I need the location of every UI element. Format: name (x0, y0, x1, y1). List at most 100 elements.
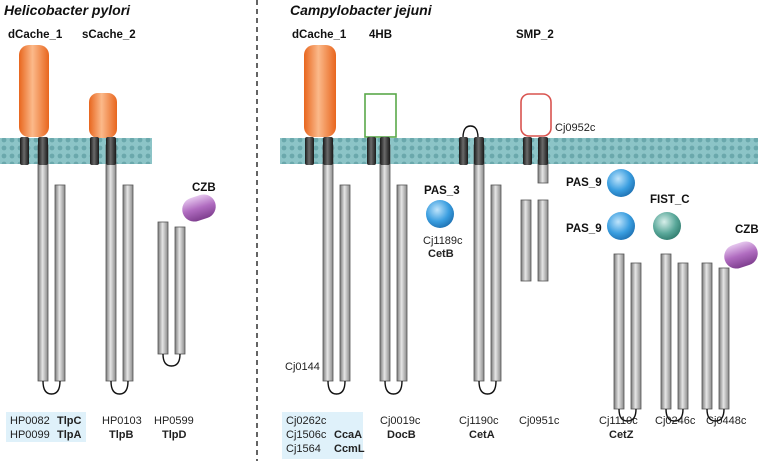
left-panel-title: Helicobacter pylori (4, 2, 131, 18)
stalk (105, 144, 117, 382)
label-cj1189c: Cj1189c (423, 235, 463, 247)
label-cj1190c: Cj1190c (459, 415, 499, 427)
receptor-cj0951c (520, 199, 549, 282)
tm-helix (38, 137, 48, 165)
hairpin-loop (384, 380, 403, 395)
stalk (677, 262, 689, 410)
domain-label-dcache1-right: dCache_1 (292, 29, 347, 41)
pas3-cetb: Cj1189c CetB (423, 200, 463, 260)
stalk (473, 144, 485, 382)
hairpin-loop (110, 380, 129, 395)
domain-label-pas9-top: PAS_9 (566, 177, 602, 189)
hairpin-loop (618, 408, 637, 422)
label-cj0951c: Cj0951c (519, 415, 560, 427)
stalk (718, 267, 730, 410)
periplasmic-loop (462, 125, 479, 139)
hairpin-loop (327, 380, 346, 395)
label-hp0599: HP0599 (154, 415, 194, 427)
right-panel-title: Campylobacter jejuni (290, 2, 433, 18)
tm-helix (523, 137, 532, 165)
stalk (490, 184, 502, 382)
stalk (174, 226, 186, 355)
receptor-tlpb (89, 93, 134, 395)
stalk (122, 184, 134, 382)
label-cj0952c: Cj0952c (555, 122, 596, 134)
pas3-domain (426, 200, 454, 228)
receptor-ceta (459, 125, 502, 395)
label-tlpa: TlpA (57, 429, 81, 441)
label-cetz: CetZ (609, 429, 634, 441)
tm-helix (367, 137, 376, 165)
label-cj0019c: Cj0019c (380, 415, 421, 427)
scache-domain (89, 93, 117, 138)
domain-label-czb-left: CZB (192, 182, 216, 194)
domain-label-pas3: PAS_3 (424, 185, 460, 197)
domain-label-4hb: 4HB (369, 29, 392, 41)
dcache-domain-left (19, 45, 49, 137)
domain-label-pas9-bottom: PAS_9 (566, 223, 602, 235)
label-tlpc: TlpC (57, 415, 81, 427)
pas9-domain-top (607, 169, 635, 197)
stalk (157, 221, 169, 355)
stalk (54, 184, 66, 382)
receptor-cj0448c (701, 241, 758, 422)
label-cj1110c: Cj1110c (599, 415, 638, 427)
highlight-box-left (6, 412, 86, 442)
stalk (537, 199, 549, 282)
domain-label-smp2: SMP_2 (516, 29, 554, 41)
label-cj1564: Cj1564 (286, 443, 321, 455)
tm-helix (90, 137, 99, 165)
stalk (660, 253, 672, 410)
label-hp0099: HP0099 (10, 429, 50, 441)
label-cj0262c: Cj0262c (286, 415, 327, 427)
membrane-right (280, 138, 758, 164)
stalk (520, 199, 532, 282)
label-cj0144: Cj0144 (285, 361, 320, 373)
domain-label-czb-right: CZB (735, 224, 759, 236)
label-ccaa: CcaA (334, 429, 362, 441)
tm-helix (323, 137, 333, 165)
stalk (613, 253, 625, 410)
pas9-domain-bottom (607, 212, 635, 240)
receptor-tlpc-tlpa (19, 45, 66, 395)
highlight-box-right (282, 412, 363, 459)
hairpin-loop (706, 408, 725, 422)
hairpin-loop (162, 353, 181, 367)
label-ceta: CetA (469, 429, 495, 441)
receptor-cj0246c (653, 212, 689, 422)
tm-helix (474, 137, 484, 165)
stalk (37, 144, 49, 382)
fourhb-domain (364, 93, 397, 138)
czb-domain-right (724, 241, 758, 269)
domain-label-scache2: sCache_2 (82, 29, 136, 41)
label-tlpd: TlpD (162, 429, 186, 441)
stalk (379, 144, 391, 382)
tm-helix (459, 137, 468, 165)
label-hp0103: HP0103 (102, 415, 142, 427)
stalk (701, 262, 713, 410)
label-docb: DocB (387, 429, 416, 441)
label-ccml: CcmL (334, 443, 365, 455)
domain-label-dcache1-left: dCache_1 (8, 29, 63, 41)
receptor-cetz (607, 169, 642, 422)
label-cj1506c: Cj1506c (286, 429, 327, 441)
stalk (630, 262, 642, 410)
domain-label-fistc: FIST_C (650, 194, 690, 206)
tm-helix (106, 137, 116, 165)
receptor-tlpd (157, 194, 216, 367)
label-cetb: CetB (428, 248, 454, 260)
hairpin-loop (665, 408, 684, 422)
hairpin-loop (478, 380, 497, 395)
tm-helix (20, 137, 29, 165)
label-cj0246c: Cj0246c (655, 415, 696, 427)
stalk (322, 144, 334, 382)
fistc-domain (653, 212, 681, 240)
tm-helix (538, 137, 548, 165)
label-hp0082: HP0082 (10, 415, 50, 427)
receptor-docb (364, 93, 408, 395)
stalk (396, 184, 408, 382)
receptor-cj0952c: Cj0952c (520, 93, 596, 184)
label-cj0448c: Cj0448c (706, 415, 747, 427)
hairpin-loop (42, 380, 61, 395)
